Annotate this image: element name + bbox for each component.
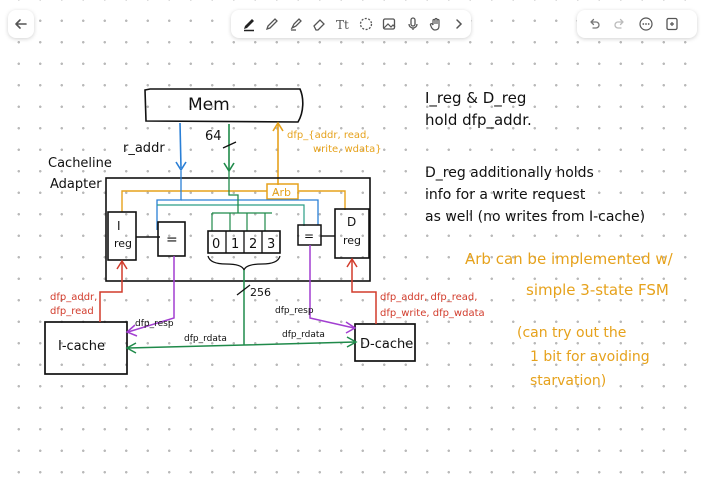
icache-resp-label: dfp_resp (135, 319, 174, 329)
arb-to-dreg-wire (298, 190, 346, 210)
note3-line2: simple 3-state FSM (526, 281, 669, 299)
icomparator-box (157, 221, 186, 257)
note4-line1: (can try out the (517, 325, 626, 341)
raddr-wire (156, 171, 182, 230)
icache-label: I-cache (58, 339, 105, 354)
adapter-box (105, 177, 371, 282)
eraser-icon[interactable] (309, 13, 328, 35)
image-icon[interactable] (379, 13, 398, 35)
dcache-resp-arrow (309, 245, 355, 329)
ireg-box (107, 211, 137, 261)
dreg-label-2: reg (343, 234, 361, 247)
dcache-req-label-2: dfp_write, dfp_wdata (380, 308, 485, 319)
buffer-cell-2: 2 (249, 237, 257, 252)
dfp-to-mem-label-1: dfp_{addr, read, (287, 130, 370, 141)
dcache-resp-label: dfp_resp (275, 306, 314, 316)
icache-req-arrow (99, 262, 123, 322)
icache-req-label-2: dfp_read (50, 306, 94, 317)
dfp-to-mem-label-2: write, wdata} (313, 144, 382, 155)
icache-rdata-label: dfp_rdata (184, 334, 227, 344)
svg-text:Tt: Tt (336, 18, 349, 32)
dcache-label: D-cache (360, 337, 413, 352)
note4-line3: starvation) (530, 373, 606, 389)
arb-to-ireg-wire (121, 190, 267, 212)
new-page-icon[interactable] (661, 13, 683, 35)
dcache-rdata-label: dfp_rdata (282, 330, 325, 340)
dcomparator-label: = (304, 229, 314, 243)
dreg-label-1: D (347, 215, 356, 229)
arb-label: Arb (272, 186, 291, 199)
data-wire-64 (228, 171, 239, 213)
dcache-req-label-1: dfp_addr, dfp_read, (380, 292, 477, 303)
arrow-left-icon (15, 19, 27, 29)
redo-icon[interactable] (609, 13, 631, 35)
back-button[interactable] (8, 10, 34, 38)
hand-icon[interactable] (426, 13, 445, 35)
microphone-icon[interactable] (403, 13, 422, 35)
note2-line3: as well (no writes from I-cache) (425, 209, 645, 225)
note4-line2: 1 bit for avoiding (530, 349, 650, 365)
buffer-cell-1: 1 (231, 237, 239, 252)
buffer-cell-0: 0 (212, 237, 220, 252)
text-tool-icon[interactable]: Tt (333, 13, 352, 35)
mem-block (144, 88, 304, 123)
ireg-label-2: reg (114, 237, 132, 250)
note1-line2: hold dfp_addr. (425, 111, 532, 130)
dcache-req-arrow (351, 260, 377, 324)
icache-req-label-1: dfp_addr, (50, 292, 97, 303)
note3-line1: Arb can be implemented w/ (465, 250, 674, 268)
pen-selected-icon[interactable] (239, 13, 258, 35)
r-addr-arrow (179, 122, 182, 169)
page-toolbar (577, 10, 697, 38)
note2-line2: info for a write request (425, 187, 586, 203)
icache-resp-arrow (127, 256, 175, 333)
note2-line1: D_reg additionally holds (425, 165, 594, 181)
more-icon[interactable] (635, 13, 657, 35)
r-addr-label: r_addr (123, 141, 165, 156)
cacheline-label: Cacheline (48, 156, 112, 171)
undo-icon[interactable] (583, 13, 605, 35)
buffer-brace (207, 255, 281, 273)
bus256-label: 256 (250, 286, 271, 299)
highlighter-icon[interactable] (286, 13, 305, 35)
buffer-cell-3: 3 (267, 237, 275, 252)
note1-line1: I_reg & D_reg (425, 89, 526, 108)
adapter-label: Adapter (50, 177, 102, 192)
pen-icon[interactable] (262, 13, 281, 35)
ireg-label-1: I (117, 219, 121, 233)
icomparator-label: = (166, 232, 178, 248)
drawing-toolbar: Tt (231, 10, 471, 38)
bus64-label: 64 (205, 129, 222, 144)
rdata-wire (127, 341, 356, 349)
mem-label: Mem (188, 95, 230, 115)
chevron-right-icon[interactable] (450, 13, 469, 35)
lasso-icon[interactable] (356, 13, 375, 35)
